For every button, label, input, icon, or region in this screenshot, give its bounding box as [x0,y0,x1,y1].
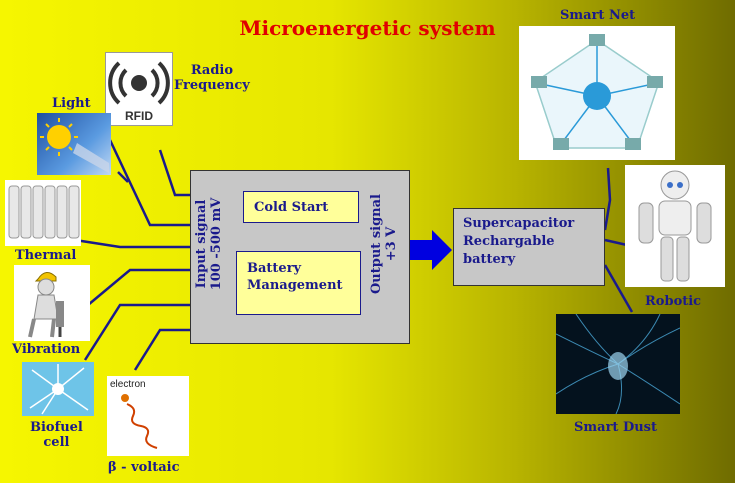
storage-line3: battery [463,252,516,267]
storage-line2: Rechargable [463,234,555,249]
label-smart-net: Smart Net [560,8,636,23]
wire-biofuel [83,303,190,361]
wire-beta [133,328,190,371]
rfid-logo-text: RFID [125,109,153,123]
light-image [37,113,111,175]
label-radio-line2: Frequency [174,78,250,93]
label-radio-frequency: Radio Frequency [174,63,250,93]
electron-label: electron [110,379,146,390]
diagram-title: Microenergetic system [239,16,496,40]
output-arrow [410,230,452,270]
wire-smartnet [603,167,612,231]
label-thermal: Thermal [15,248,77,263]
label-biofuel-line1: Biofuel [30,420,83,435]
label-robotic: Robotic [645,294,702,309]
battery-management-line1: Battery [247,261,302,276]
robot-icon [638,170,712,282]
jackhammer-worker-icon [28,272,64,338]
robotic-image [625,165,725,287]
battery-management-box: Battery Management [236,251,361,315]
smart-dust-image [556,314,680,414]
input-signal-line1: Input signal [194,199,209,289]
input-signal-line2: 100 -500 mV [209,197,224,291]
wire-light [108,139,190,227]
label-smart-dust: Smart Dust [574,420,657,435]
rfid-icon: RFID [108,61,170,123]
electron-emission-icon [121,394,158,449]
network-icon [531,34,663,150]
label-biofuel-cell: Biofuel cell [30,420,83,450]
rfid-image: RFID [105,52,173,126]
thermal-image [5,180,81,246]
output-signal-line1: Output signal [369,194,384,295]
label-vibration: Vibration [12,342,81,357]
smart-net-image [519,26,675,160]
label-biofuel-line2: cell [43,435,70,450]
label-light: Light [52,96,91,111]
wire-vibration [87,268,190,306]
biofuel-image [22,362,94,416]
storage-line1: Supercapacitor [463,216,575,231]
label-beta-voltaic: β - voltaic [108,460,180,475]
radiator-icon [8,185,80,239]
neural-dust-icon [556,314,680,414]
wire-light-tick [117,171,129,183]
beta-voltaic-image: electron [107,376,189,456]
storage-block: Supercapacitor Rechargable battery [453,208,605,286]
wire-smartdust [603,264,634,313]
wire-radio [158,149,190,197]
sun-icon [40,118,109,173]
output-signal-label: Output signal +3 V [369,189,403,299]
cold-start-box: Cold Start [243,191,359,223]
input-signal-label: Input signal 100 -500 mV [194,194,228,294]
output-signal-line2: +3 V [384,226,399,262]
battery-management-line2: Management [247,278,343,293]
vibration-image [14,265,90,341]
cell-icon [29,364,89,415]
label-radio-line1: Radio [190,63,234,78]
converter-block: Input signal 100 -500 mV Cold Start Batt… [190,170,410,344]
wire-thermal [74,238,190,249]
